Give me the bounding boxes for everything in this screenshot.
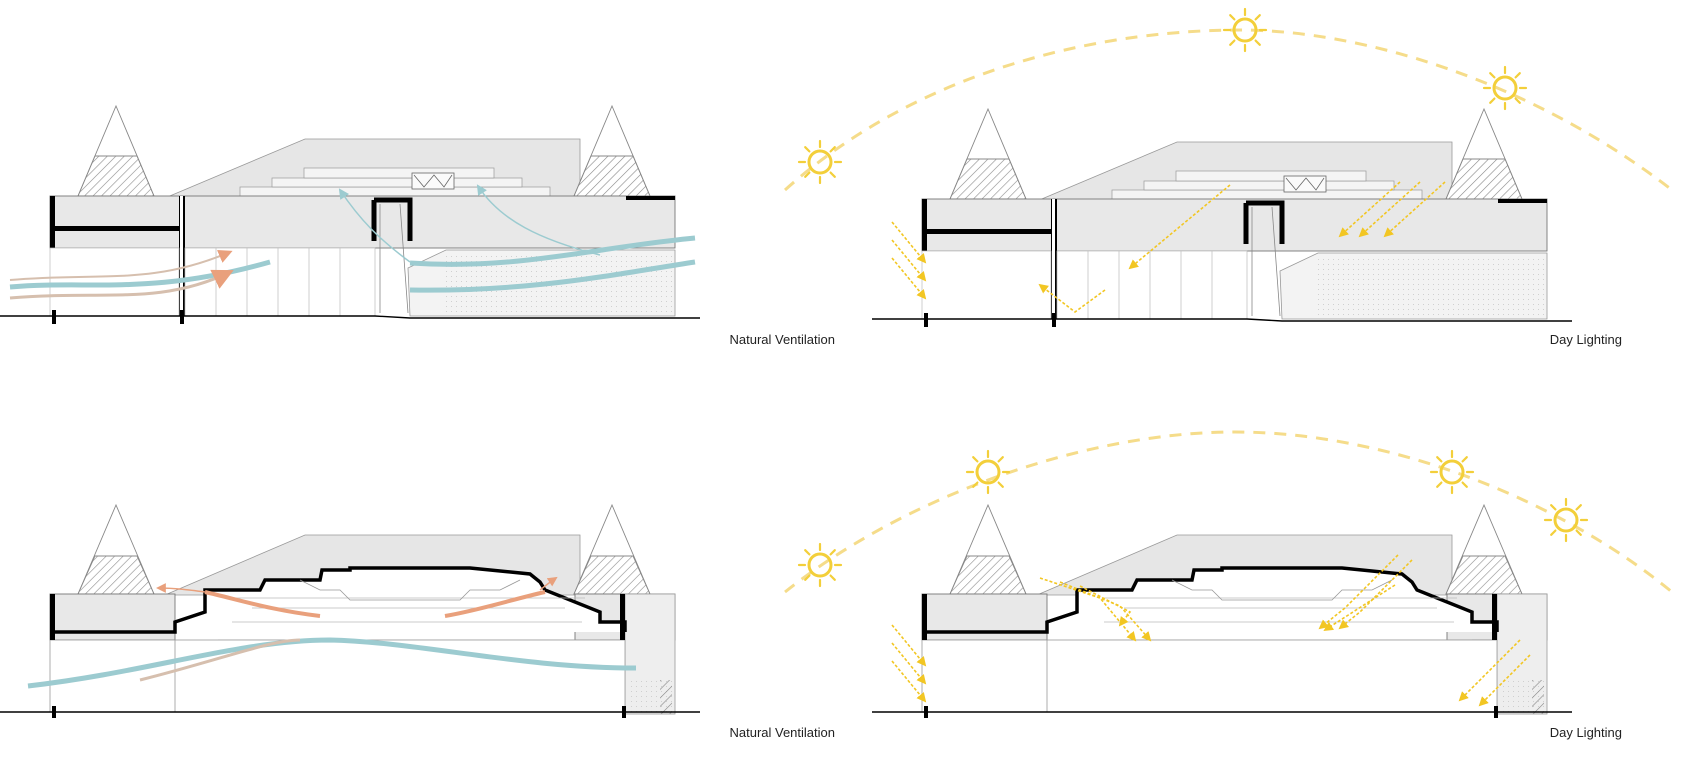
light-ray-icon [891, 221, 927, 264]
light-ray-icon [1038, 283, 1106, 314]
airflow-arrow-icon [156, 583, 206, 593]
airflow-arrow-icon [9, 269, 234, 300]
building-section-a-lit [872, 109, 1572, 327]
light-ray-icon [1358, 181, 1421, 238]
airflow-arrow-icon [444, 590, 546, 618]
panel-section-a-lighting: Day Lighting [783, 7, 1673, 347]
light-ray-icon [1338, 559, 1413, 630]
airflow-arrows [27, 576, 637, 689]
caption-natural-ventilation-bottom: Natural Ventilation [729, 725, 835, 740]
panel-section-a-ventilation: Natural Ventilation [0, 106, 835, 347]
airflow-arrow-icon [139, 638, 301, 682]
light-ray-icon [1458, 639, 1521, 702]
airflow-arrow-icon [539, 576, 558, 591]
sun-icon [1222, 7, 1268, 53]
airflow-arrow-icon [27, 637, 637, 689]
building-section-b-lit [870, 503, 1574, 720]
airflow-arrows [9, 184, 696, 300]
light-ray-icon [1338, 181, 1401, 238]
light-ray-icon [1478, 654, 1531, 707]
panel-section-b-lighting: Day Lighting [784, 430, 1673, 740]
caption-day-lighting-top: Day Lighting [1550, 332, 1622, 347]
light-ray-icon [1323, 584, 1396, 632]
panel-section-b-ventilation: Natural Ventilation [0, 503, 835, 740]
airflow-arrow-icon [204, 590, 321, 618]
light-ray-icon [1079, 585, 1132, 627]
sun-path [783, 28, 1673, 192]
building-section-a [0, 106, 700, 324]
caption-natural-ventilation-top: Natural Ventilation [729, 332, 835, 347]
light-ray-icon [891, 642, 927, 685]
airflow-arrow-icon [476, 184, 601, 256]
light-rays [891, 554, 1531, 707]
light-ray-icon [1383, 181, 1446, 238]
sun-icon [1429, 449, 1475, 495]
light-ray-icon [1318, 554, 1399, 630]
airflow-arrow-icon [338, 188, 411, 263]
sun-icon [1482, 65, 1528, 111]
light-ray-icon [1128, 184, 1231, 270]
airflow-arrow-icon [9, 249, 233, 281]
sun-path [784, 430, 1673, 594]
light-ray-icon [891, 257, 927, 300]
airflow-arrow-icon [409, 235, 696, 267]
airflow-arrow-icon [409, 259, 696, 293]
light-ray-icon [891, 624, 927, 667]
sun-icon [1543, 497, 1589, 543]
light-ray-icon [1059, 581, 1152, 642]
light-rays [891, 181, 1446, 314]
light-ray-icon [891, 660, 927, 703]
light-ray-icon [891, 239, 927, 282]
caption-day-lighting-bottom: Day Lighting [1550, 725, 1622, 740]
building-section-b [0, 503, 702, 720]
sun-icon [965, 449, 1011, 495]
light-ray-icon [1039, 577, 1137, 642]
